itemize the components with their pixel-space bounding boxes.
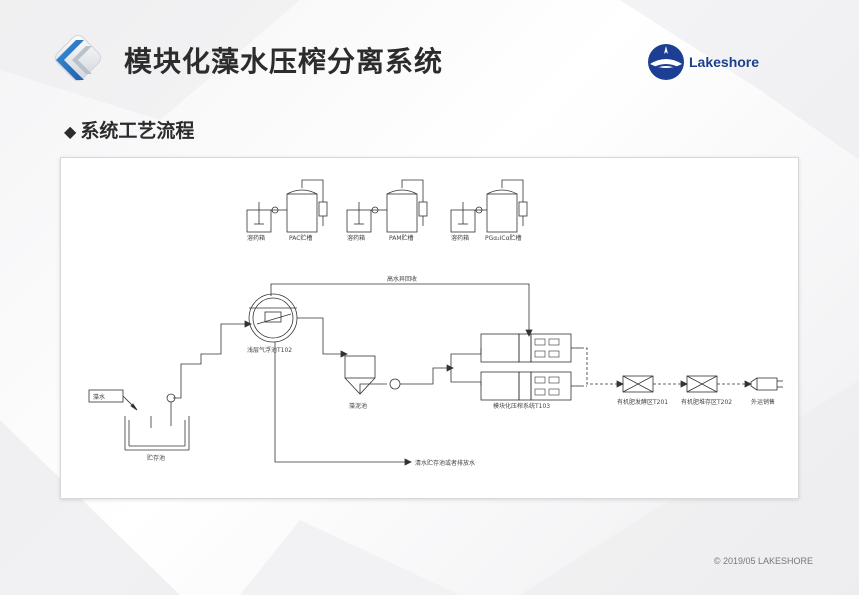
pg-mix-label: 溶药箱 xyxy=(451,234,469,242)
packing-label: 外运销售 xyxy=(751,398,775,406)
pg-dosing-unit xyxy=(450,179,528,233)
backflow-label: 高水异回收 xyxy=(387,275,417,283)
chevron-logo-icon xyxy=(54,34,102,82)
storage-tank xyxy=(124,393,190,451)
pac-store-label: PAC贮槽 xyxy=(289,234,312,242)
fermentation-label: 有机肥发酵区T201 xyxy=(617,398,668,406)
backflow-line xyxy=(270,283,530,334)
pg-store-label: PGα₂ICα贮槽 xyxy=(485,234,522,242)
copyright-footer: © 2019/05 LAKESHORE xyxy=(713,556,813,566)
discharge-label: 清水贮存池或者排放水 xyxy=(415,459,475,467)
brand-name: Lakeshore xyxy=(689,54,760,70)
flotation-tank xyxy=(248,293,298,343)
discharge-line xyxy=(274,342,409,463)
process-flow-diagram: 溶药箱 PAC贮槽 溶药箱 PAM贮槽 溶药箱 PGα₂ICα贮槽 高水异回收 … xyxy=(60,157,799,499)
drying-label: 有机肥堆存区T202 xyxy=(681,398,732,406)
press-system xyxy=(450,333,581,401)
sedimentation-label: 藻泥池 xyxy=(349,402,367,410)
pac-dosing-unit xyxy=(246,179,328,233)
section-title-text: 系统工艺流程 xyxy=(80,120,195,142)
algae-water-label: 藻水 xyxy=(93,393,105,401)
pam-dosing-unit xyxy=(346,179,428,233)
section-title: ◆系统工艺流程 xyxy=(64,116,194,143)
packing-unit xyxy=(750,377,783,391)
fermentation-area xyxy=(622,375,654,393)
pam-store-label: PAM贮槽 xyxy=(389,234,414,242)
drying-area xyxy=(686,375,718,393)
lakeshore-logo-icon xyxy=(648,44,684,80)
diamond-bullet-icon: ◆ xyxy=(64,122,77,141)
pam-mix-label: 溶药箱 xyxy=(347,234,365,242)
flotation-label: 浅层气浮池T102 xyxy=(247,346,292,354)
pac-mix-label: 溶药箱 xyxy=(247,234,265,242)
page-title: 模块化藻水压榨分离系统 xyxy=(124,45,444,78)
press-label: 模块化压榨系统T103 xyxy=(493,402,550,410)
flow-diagram-svg: 溶药箱 PAC贮槽 溶药箱 PAM贮槽 溶药箱 PGα₂ICα贮槽 高水异回收 … xyxy=(88,179,783,467)
storage-label: 贮存池 xyxy=(147,454,165,462)
